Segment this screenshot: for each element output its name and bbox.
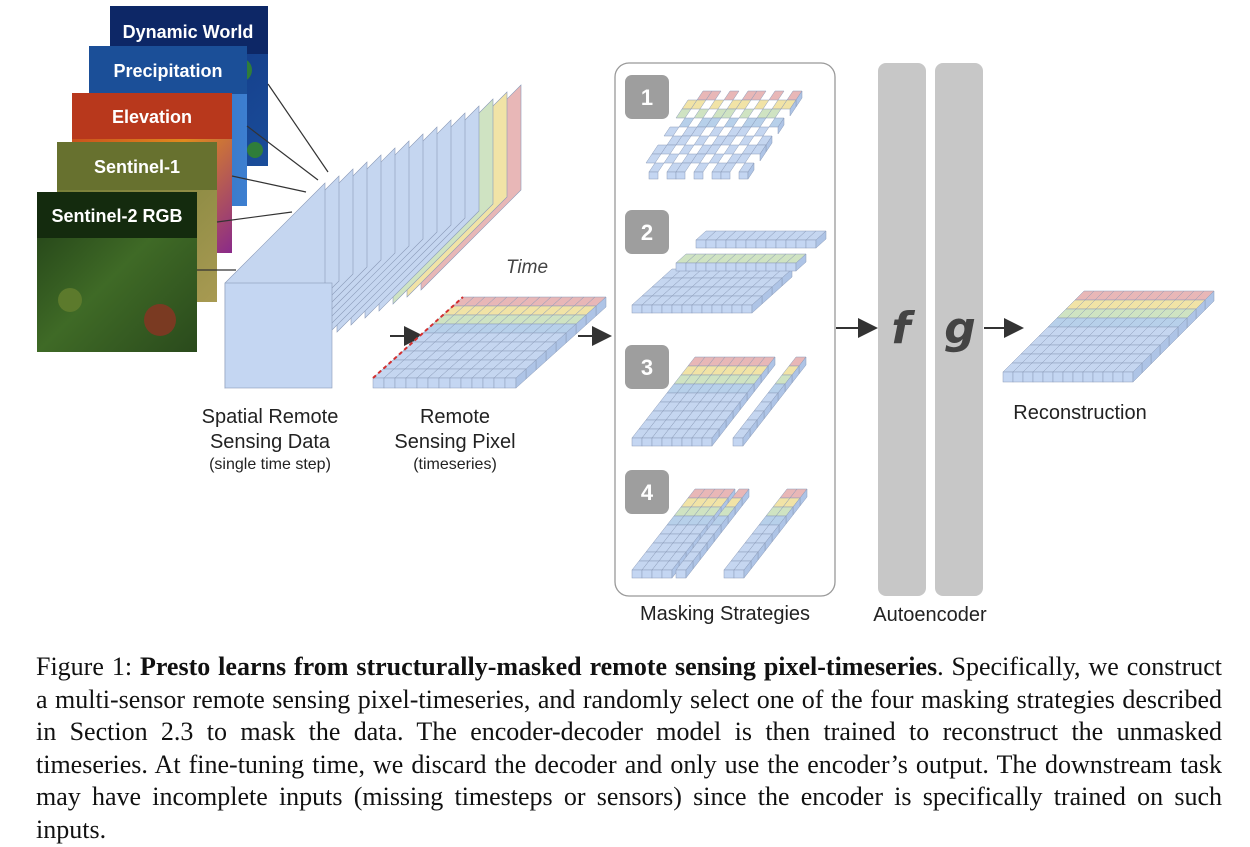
layer-connectors: [197, 83, 329, 271]
spatial-label-sub: (single time step): [209, 456, 331, 473]
encoder-bar: [878, 63, 926, 596]
layer-label-sentinel-1: Sentinel-1: [94, 157, 180, 177]
figure-caption: Figure 1: Presto learns from structurall…: [36, 651, 1222, 847]
reconstruction-slab: [1002, 290, 1215, 383]
pixel-label-line2: Sensing Pixel: [394, 431, 516, 453]
strategy-badge: [625, 345, 669, 389]
layer-label-sentinel-2-rgb: Sentinel-2 RGB: [51, 206, 182, 226]
strategy-badge: [625, 210, 669, 254]
strategy-badge: [625, 75, 669, 119]
masking-panel: [614, 62, 836, 597]
strategy-number: 2: [641, 220, 653, 245]
spatial-label-line2: Sensing Data: [209, 431, 331, 453]
time-label: Time: [506, 257, 548, 278]
layer-label-elevation: Elevation: [112, 107, 192, 127]
strategy-3: 3: [625, 345, 807, 447]
strategy-2: 2: [625, 210, 827, 314]
pixel-timeseries: [372, 296, 607, 389]
layer-label-dynamic-world: Dynamic World: [123, 22, 254, 42]
reconstruction-label: Reconstruction: [1013, 402, 1147, 424]
presto-figure: Dynamic World Precipitation Elevation Se…: [37, 6, 1215, 597]
pixel-label-sub: (timeseries): [413, 456, 497, 473]
strategy-number: 1: [641, 85, 653, 110]
strategy-number: 3: [641, 355, 653, 380]
spatial-data-cube: [224, 84, 522, 389]
strategy-1: 1: [625, 75, 803, 180]
decoder-label: g: [944, 303, 976, 354]
autoencoder-label: Autoencoder: [873, 604, 987, 626]
pixel-label: Remote Sensing Pixel (timeseries): [380, 405, 530, 475]
layer-sentinel-2-rgb: Sentinel-2 RGB: [37, 192, 197, 352]
pixel-label-line1: Remote: [419, 406, 491, 428]
strategy-badge: [625, 470, 669, 514]
masking-strategies-label: Masking Strategies: [639, 603, 811, 625]
caption-title: Presto learns from structurally-masked r…: [139, 652, 938, 681]
decoder-bar: [935, 63, 983, 596]
layer-label-precipitation: Precipitation: [113, 61, 222, 81]
spatial-label-line1: Spatial Remote: [201, 406, 339, 428]
strategy-number: 4: [641, 480, 654, 505]
spatial-data-label: Spatial Remote Sensing Data (single time…: [180, 405, 360, 475]
caption-prefix: Figure 1:: [36, 652, 140, 681]
strategy-4: 4: [625, 470, 808, 579]
